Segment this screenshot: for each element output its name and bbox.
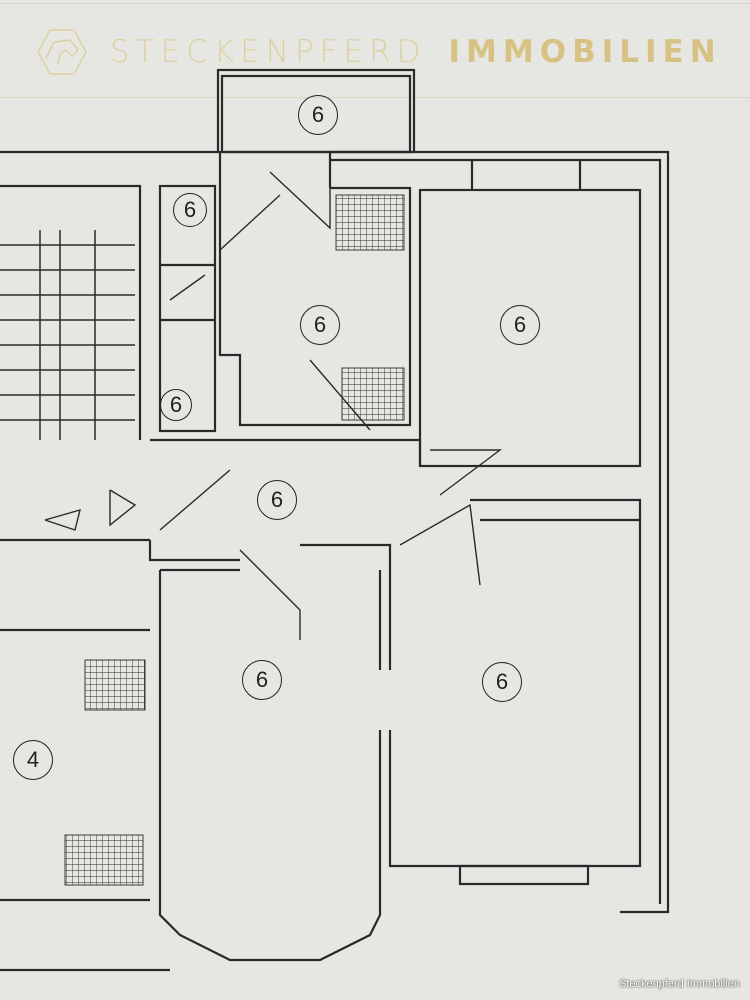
logo-text-bold: IMMOBILIEN <box>448 34 722 70</box>
logo-text-light: STECKENPFERD <box>110 34 427 70</box>
horse-hexagon-icon <box>37 29 87 75</box>
room-label-room-top-right: 6 <box>500 305 540 345</box>
watermark: Steckenpferd Immobilien <box>618 978 740 990</box>
room-label-bath: 6 <box>173 193 207 227</box>
room-label-hallway: 6 <box>257 480 297 520</box>
room-label-room-bottom-left: 6 <box>242 660 282 700</box>
room-label-balcony: 6 <box>298 95 338 135</box>
room-label-neighbor: 4 <box>13 740 53 780</box>
company-logo: STECKENPFERD IMMOBILIEN <box>36 28 722 76</box>
room-label-wc: 6 <box>160 389 192 421</box>
room-label-kitchen: 6 <box>300 305 340 345</box>
room-label-room-bottom-right: 6 <box>482 662 522 702</box>
